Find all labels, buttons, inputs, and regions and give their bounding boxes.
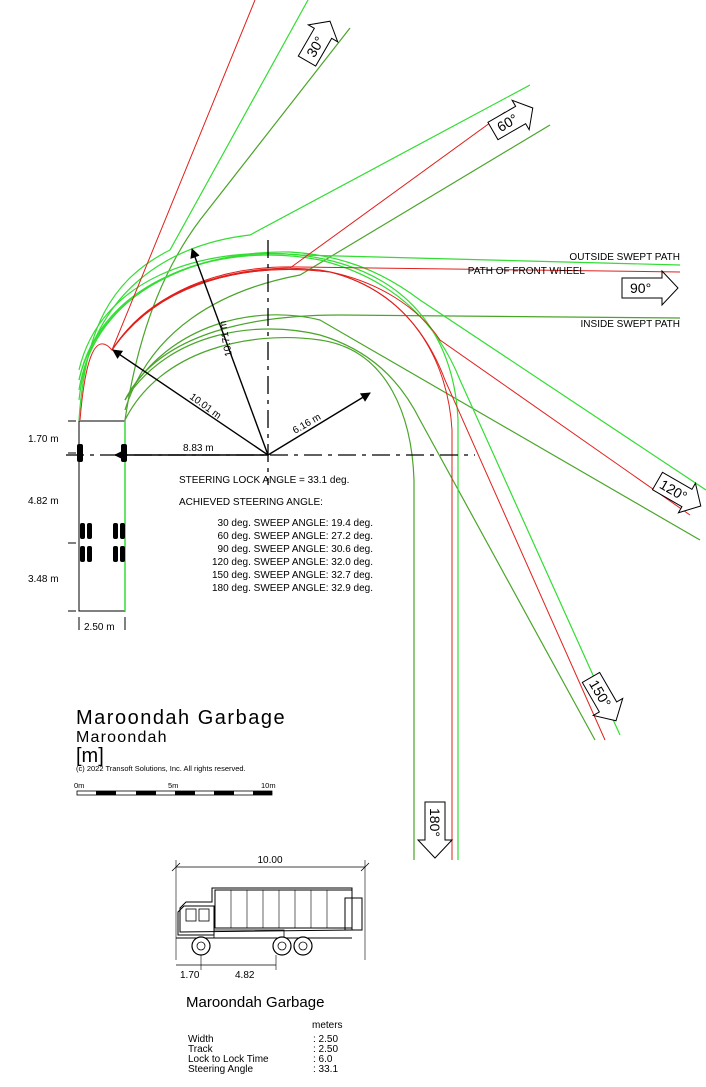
spec-value: : 33.1: [313, 1064, 339, 1075]
achieved-title: ACHIEVED STEERING ANGLE:: [179, 497, 323, 508]
sweep-row: 60 deg. SWEEP ANGLE: 27.2 deg.: [218, 531, 373, 542]
angle-arrow-120: 120°: [651, 471, 702, 514]
front-wheel-path-180: [111, 268, 453, 860]
angle-arrow-150: 150°: [581, 671, 624, 722]
inside-path-30: [124, 27, 351, 421]
radius-arrow-10-01: [112, 349, 269, 456]
spec-label: Track: [188, 1044, 213, 1055]
sweep-row: 90 deg. SWEEP ANGLE: 30.6 deg.: [218, 544, 373, 555]
angle-arrow-180: 180°: [416, 801, 454, 859]
scale-label-5: 5m: [168, 781, 178, 790]
sweep-row: 120 deg. SWEEP ANGLE: 32.0 deg.: [212, 557, 373, 568]
inside-path-150: [124, 328, 596, 741]
spec-value: : 2.50: [313, 1034, 339, 1045]
sweep-row: 180 deg. SWEEP ANGLE: 32.9 deg.: [212, 583, 373, 594]
steering-lock-label: STEERING LOCK ANGLE = 33.1 deg.: [179, 475, 349, 486]
outside-path-120: [78, 251, 706, 491]
spec-label: Steering Angle: [188, 1064, 254, 1075]
truck-wheelbase: 4.82: [235, 970, 255, 981]
inside-swept-path-label: INSIDE SWEPT PATH: [581, 319, 680, 330]
truck-elevation: 10.00 1.70 4.82: [171, 855, 370, 981]
outside-path-150: [78, 254, 621, 736]
angle-label-180: 180°: [427, 808, 443, 837]
dim-width: 2.50 m: [84, 622, 115, 633]
truck-front-overhang: 1.70: [180, 970, 200, 981]
angle-label-90: 90°: [630, 280, 651, 296]
spec-value: : 2.50: [313, 1044, 339, 1055]
front-wheel-right: [121, 444, 127, 462]
inside-path-120: [124, 314, 701, 541]
sweep-row: 30 deg. SWEEP ANGLE: 19.4 deg.: [218, 518, 373, 529]
front-wheel-left: [77, 444, 83, 462]
title-unit: [m]: [76, 745, 104, 767]
specs-units: meters: [312, 1020, 343, 1031]
outside-swept-path-label: OUTSIDE SWEPT PATH: [569, 252, 680, 263]
radius-arrow-10-71: [190, 248, 269, 456]
dim-wheelbase: 4.82 m: [28, 496, 59, 507]
scale-bar: 0m 5m 10m: [74, 781, 276, 796]
truck-length-label: 10.00: [257, 855, 282, 866]
radius-arrow-6-16: [267, 392, 371, 456]
inside-path-180: [124, 337, 415, 860]
front-wheel-path-60: [111, 111, 506, 351]
outside-path-180: [78, 252, 459, 860]
sweep-row: 150 deg. SWEEP ANGLE: 32.7 deg.: [212, 570, 373, 581]
title-sub: Maroondah: [76, 729, 168, 746]
dim-rear: 3.48 m: [28, 574, 59, 585]
spec-label: Lock to Lock Time: [188, 1054, 269, 1065]
angle-arrow-90: 90°: [621, 269, 679, 307]
radius-label-r2: 10.01 m: [187, 392, 223, 422]
front-wheel-path-30: [79, 0, 256, 421]
front-wheel-path-label: PATH OF FRONT WHEEL: [468, 266, 586, 277]
spec-value: : 6.0: [313, 1054, 333, 1065]
outside-path-30: [78, 0, 309, 421]
scale-label-10: 10m: [261, 781, 276, 790]
spec-label: Width: [188, 1034, 214, 1045]
outside-path-60: [78, 84, 531, 401]
specs-title: Maroondah Garbage: [186, 994, 325, 1011]
vehicle-outline: [78, 420, 126, 612]
angle-arrow-30: 30°: [297, 20, 339, 67]
title-name: Maroondah Garbage: [76, 707, 286, 729]
scale-label-0: 0m: [74, 781, 84, 790]
rear-wheel: [80, 523, 85, 539]
copyright: (c) 2022 Transoft Solutions, Inc. All ri…: [76, 764, 246, 773]
angle-arrow-60: 60°: [487, 99, 534, 141]
radius-label-r1: 10.71 m: [218, 320, 235, 358]
dim-front: 1.70 m: [28, 434, 59, 445]
radius-label-r4: 8.83 m: [183, 443, 214, 454]
